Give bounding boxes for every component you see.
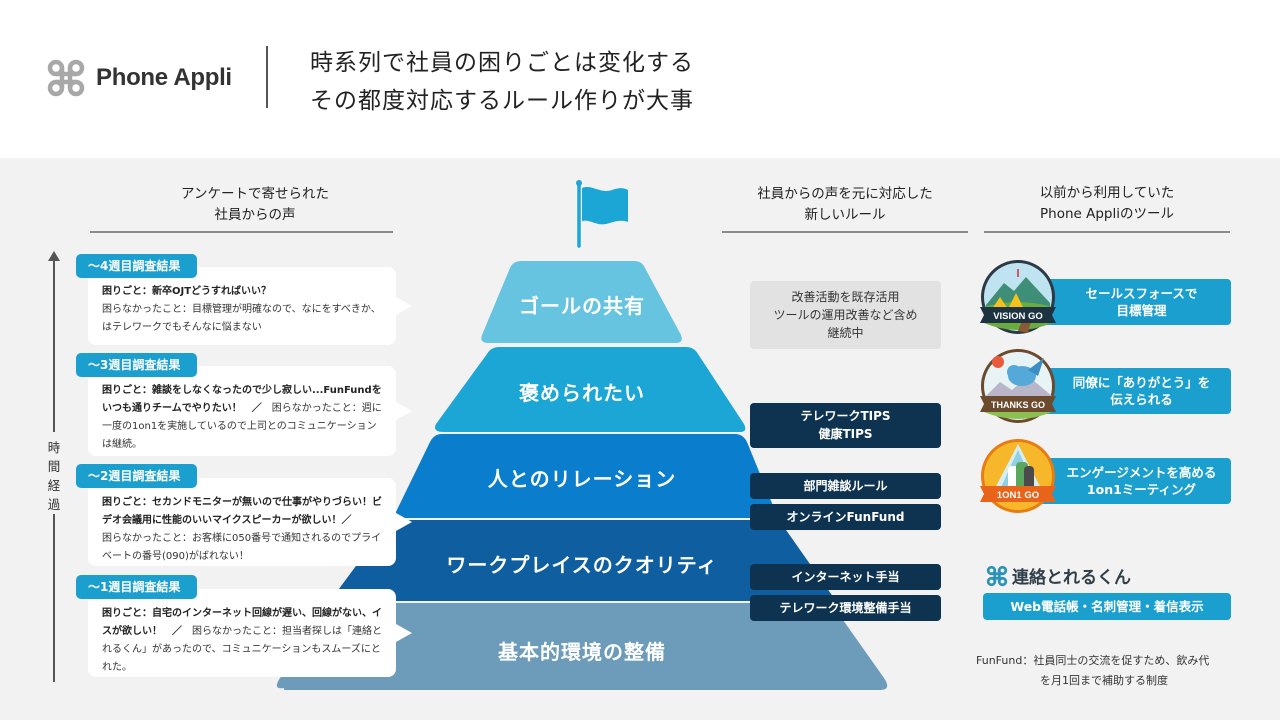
rule-telework-environment-allowance: テレワーク環境整備手当 xyxy=(750,595,941,621)
rule-online-funfund: オンラインFunFund xyxy=(750,504,941,530)
week2-tag: 〜2週目調査結果 xyxy=(76,464,197,488)
badge-label: THANKS GO xyxy=(991,400,1045,410)
timeline-label: 時間経過 xyxy=(46,438,62,514)
tools-heading-line-1: 以前から利用していた xyxy=(1039,185,1175,201)
voice-week2-problem: 困りごと：セカンドモニターが無いので仕事がやりづらい！ビデオ会議用に性能のいいマ… xyxy=(102,497,382,526)
footnote-line-1: FunFund：社員同士の交流を促すため、飲み代 xyxy=(976,654,1210,667)
tool-thanks-go-desc: 同僚に「ありがとう」を伝えられる xyxy=(1036,368,1231,414)
voices-column-heading: アンケートで寄せられた 社員からの声 xyxy=(120,184,390,226)
tool-vision-go: セールスフォースで目標管理 VISION GO xyxy=(980,260,1232,337)
renraku-features: Web電話帳・名刺管理・着信表示 xyxy=(983,593,1231,620)
page-title: 時系列で社員の困りごとは変化する その都度対応するルール作りが大事 xyxy=(310,44,694,120)
voice-week2-ok: 困らなかったこと：お客様に050番号で通知されるのでプライベートの番号(090)… xyxy=(102,533,382,562)
header-divider xyxy=(266,46,268,108)
voice-week1-ok: 困らなかったこと：担当者探しは「連絡とれるくん」があったので、コミュニケーション… xyxy=(102,626,382,673)
rule-telework-tips: テレワークTIPS 健康TIPS xyxy=(750,403,941,448)
week3-tag: 〜3週目調査結果 xyxy=(76,353,197,377)
vision-go-badge-icon: VISION GO xyxy=(980,260,1056,334)
tool-vision-go-line-2: 目標管理 xyxy=(1116,303,1167,318)
footnote-line-2: を月1回まで補助する制度 xyxy=(1040,674,1168,687)
voice-week3-problem: 困りごと：雑談をしなくなったので少し寂しい...FunFundをいつも通りチーム… xyxy=(102,385,382,414)
tools-heading-line-2: Phone Appliのツール xyxy=(1040,206,1174,222)
tool-1on1-go: エンゲージメントを高める 1on1ミーティング 1ON1 GO xyxy=(980,439,1232,516)
voice-week1-problem: 困りごと：自宅のインターネット回線が遅い、回線がない、イスが欲しい！ ／ xyxy=(102,608,382,637)
voice-bubble-week1: 困りごと：自宅のインターネット回線が遅い、回線がない、イスが欲しい！ ／ 困らな… xyxy=(88,589,412,677)
1on1-go-badge-icon: 1ON1 GO xyxy=(980,439,1056,513)
timeline-char: 間 xyxy=(47,459,61,474)
tool-vision-go-line-1: セールスフォースで xyxy=(1085,286,1198,301)
voice-bubble-week4: 困りごと：新卒OJTどうすればいい？ 困らなかったこと：目標管理が明確なので、な… xyxy=(88,267,412,345)
rule-internet-allowance: インターネット手当 xyxy=(750,564,941,590)
tool-thanks-go: 同僚に「ありがとう」を伝えられる THANKS GO xyxy=(980,349,1232,426)
logo-text: Phone Appli xyxy=(96,64,232,91)
timeline-line-upper xyxy=(53,259,55,432)
tool-vision-go-desc: セールスフォースで目標管理 xyxy=(1036,279,1231,325)
rules-heading-line-1: 社員からの声を元に対応した xyxy=(757,186,933,202)
renraku-torerukun-logo: 連絡とれるくん xyxy=(986,563,1131,588)
rule-continuous-improvement: 改善活動を既存活用 ツールの運用改善など含め 継続中 xyxy=(750,281,941,349)
week1-tag: 〜1週目調査結果 xyxy=(76,575,197,599)
voices-heading-line-2: 社員からの声 xyxy=(214,207,296,223)
rules-column-heading: 社員からの声を元に対応した 新しいルール xyxy=(722,184,968,226)
tool-thanks-go-line-2: 伝えられる xyxy=(1110,392,1173,407)
tools-heading-rule xyxy=(984,231,1230,233)
tool-1on1-go-desc: エンゲージメントを高める 1on1ミーティング xyxy=(1036,458,1231,504)
timeline-label-text: 時間経過 xyxy=(46,438,62,514)
tool-1on1-go-line-1: エンゲージメントを高める xyxy=(1066,465,1217,480)
badge-label: VISION GO xyxy=(993,311,1043,322)
voices-heading-line-1: アンケートで寄せられた xyxy=(181,186,329,202)
voices-heading-rule xyxy=(90,231,393,233)
timeline-line-lower xyxy=(53,514,55,682)
tier-label-goal-sharing: ゴールの共有 xyxy=(519,294,645,318)
tool-1on1-go-line-2: 1on1ミーティング xyxy=(1086,482,1197,497)
timeline-arrow-icon xyxy=(48,251,60,261)
voice-week4-ok: 困らなかったこと：目標管理が明確なので、なにをすべきか、はテレワークでもそんなに… xyxy=(102,304,381,333)
title-line-1: 時系列で社員の困りごとは変化する xyxy=(310,50,694,76)
title-line-2: その都度対応するルール作りが大事 xyxy=(310,88,694,114)
voice-week3-ok: 困らなかったこと：週に一度の1on1を実施しているので上司とのコミュニケーション… xyxy=(102,403,382,450)
rules-heading-rule xyxy=(722,231,968,233)
voice-bubble-week3: 困りごと：雑談をしなくなったので少し寂しい...FunFundをいつも通りチーム… xyxy=(88,366,412,456)
tools-column-heading: 以前から利用していた Phone Appliのツール xyxy=(984,183,1230,225)
timeline-char: 過 xyxy=(47,497,61,512)
tier-label-praise: 褒められたい xyxy=(519,381,645,405)
rule-department-chat: 部門雑談ルール xyxy=(750,473,941,499)
tool-thanks-go-line-1: 同僚に「ありがとう」を xyxy=(1072,375,1211,390)
rules-heading-line-2: 新しいルール xyxy=(804,207,886,223)
thanks-go-badge-icon: THANKS GO xyxy=(980,349,1056,423)
voice-week4-problem: 困りごと：新卒OJTどうすればいい？ xyxy=(102,286,272,297)
tier-label-basic-environment: 基本的環境の整備 xyxy=(498,640,666,664)
voice-bubble-week2: 困りごと：セカンドモニターが無いので仕事がやりづらい！ビデオ会議用に性能のいいマ… xyxy=(88,478,412,566)
renraku-name: 連絡とれるくん xyxy=(1012,568,1131,588)
timeline-char: 経 xyxy=(47,478,61,493)
command-key-icon xyxy=(986,565,1008,586)
funfund-footnote: FunFund：社員同士の交流を促すため、飲み代 を月1回まで補助する制度 xyxy=(976,651,1236,691)
timeline-char: 時 xyxy=(47,440,61,455)
week4-tag: 〜4週目調査結果 xyxy=(76,254,197,278)
command-key-icon xyxy=(47,59,85,97)
header: Phone Appli 時系列で社員の困りごとは変化する その都度対応するルール… xyxy=(0,0,1280,158)
tier-label-workplace-quality: ワークプレイスのクオリティ xyxy=(446,553,718,577)
tier-label-relation: 人とのリレーション xyxy=(487,467,677,491)
badge-label: 1ON1 GO xyxy=(997,490,1039,501)
phone-appli-logo: Phone Appli xyxy=(46,58,232,98)
